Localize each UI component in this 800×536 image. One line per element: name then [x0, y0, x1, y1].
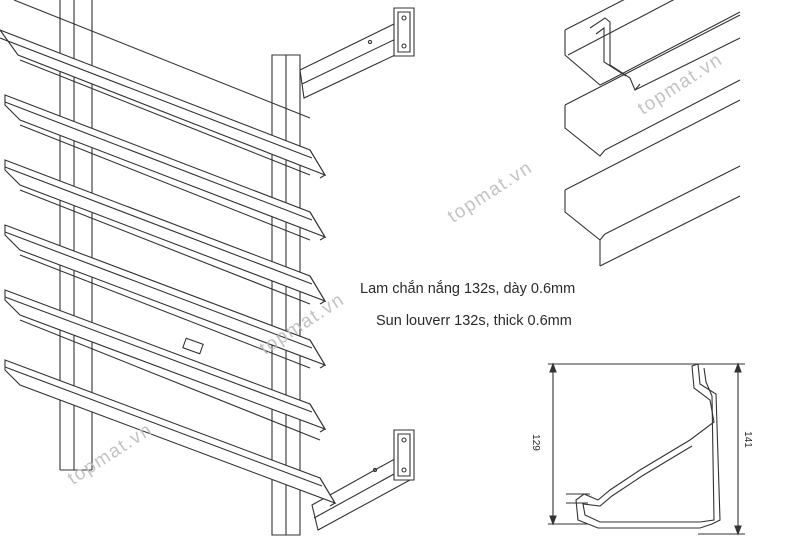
- louver-blade: [0, 0, 325, 178]
- caption-english: Sun louverr 132s, thick 0.6mm: [376, 313, 572, 329]
- louver-blade: [5, 125, 325, 304]
- dimension-label-total: 141: [741, 431, 753, 448]
- caption-vietnamese: Lam chắn nắng 132s, dày 0.6mm: [360, 281, 576, 297]
- clip-detail: [183, 338, 203, 354]
- louver-blade: [5, 190, 325, 368]
- profile-section: [548, 364, 745, 534]
- dimension-label-inner: 129: [529, 434, 541, 451]
- top-bracket: [300, 8, 414, 98]
- detail-view: [565, 0, 740, 266]
- louver-blade: [5, 60, 325, 240]
- louver-blade: [5, 255, 325, 432]
- bottom-bracket: [312, 430, 414, 530]
- louver-blade: [5, 320, 335, 506]
